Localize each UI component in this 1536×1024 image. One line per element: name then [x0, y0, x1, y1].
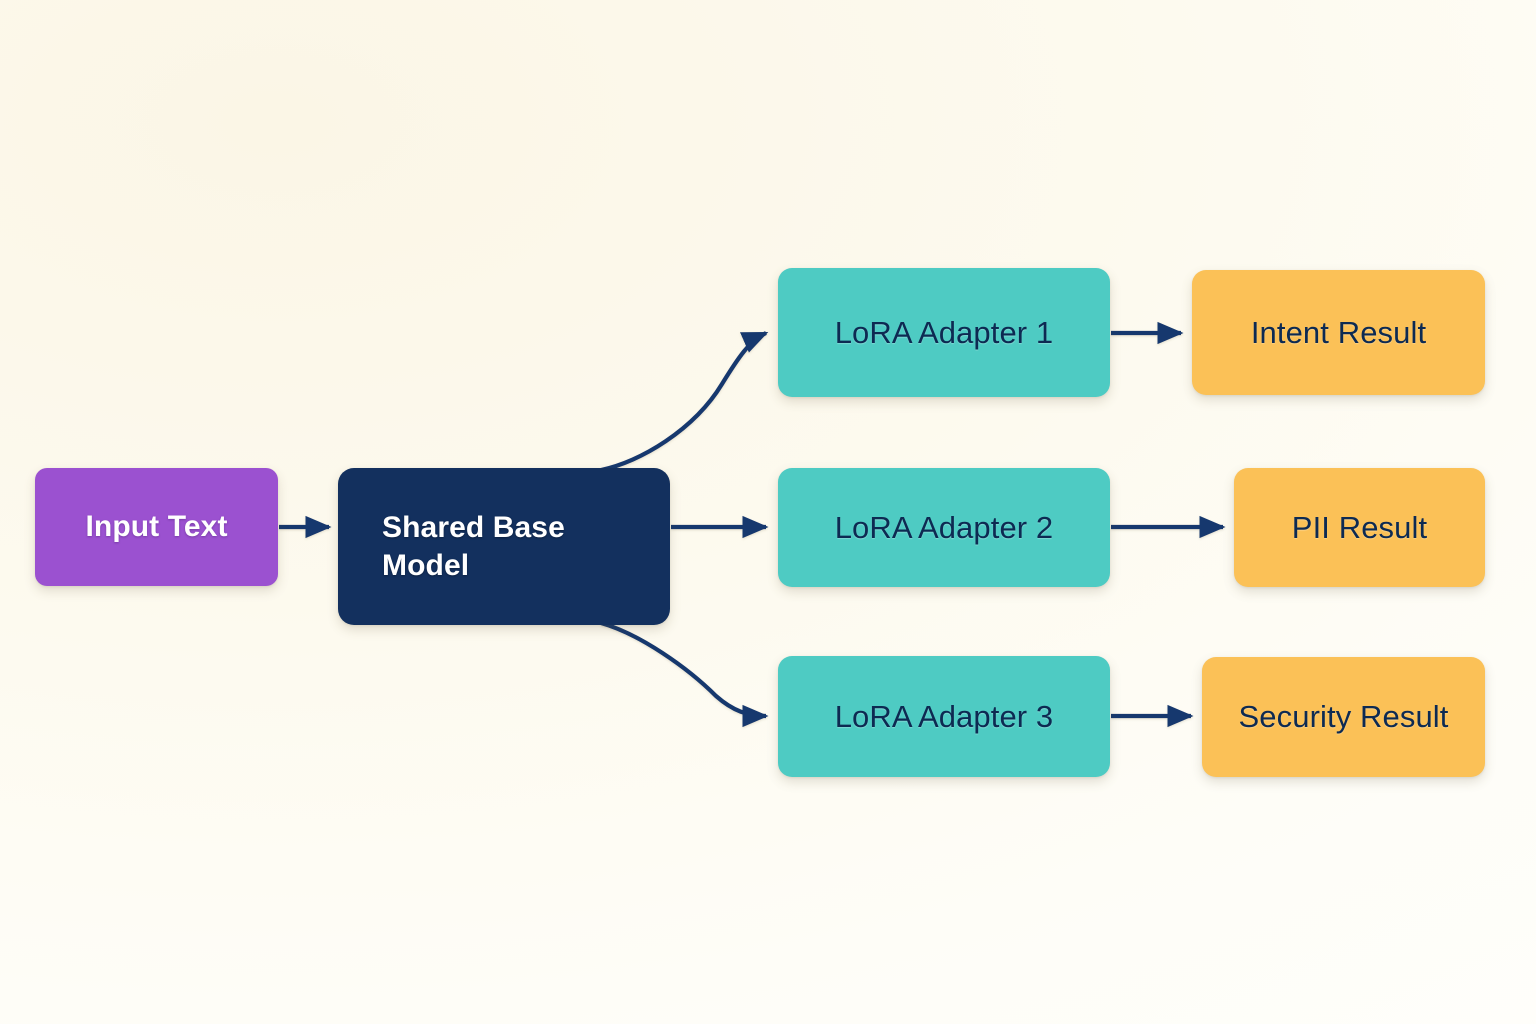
node-intent-result-label: Intent Result: [1250, 314, 1427, 350]
node-security-result-label: Security Result: [1238, 699, 1449, 735]
node-security-result[interactable]: Security Result: [1202, 657, 1485, 777]
node-pii-result-label: PII Result: [1291, 509, 1428, 545]
node-lora-adapter-2[interactable]: LoRA Adapter 2: [778, 468, 1110, 587]
node-lora-adapter-2-label: LoRA Adapter 2: [834, 509, 1054, 545]
node-intent-result[interactable]: Intent Result: [1192, 270, 1485, 395]
node-lora-adapter-3[interactable]: LoRA Adapter 3: [778, 656, 1110, 777]
node-lora-adapter-1[interactable]: LoRA Adapter 1: [778, 268, 1110, 397]
node-lora-adapter-3-label: LoRA Adapter 3: [834, 698, 1054, 734]
node-input-text[interactable]: Input Text: [35, 468, 278, 586]
node-shared-base-model[interactable]: Shared Base Model: [338, 468, 670, 625]
edge-base-to-adapter-3: [600, 620, 769, 728]
node-shared-base-model-label: Shared Base Model: [382, 510, 565, 582]
node-input-text-label: Input Text: [85, 510, 228, 544]
edge-base-to-adapter-1: [600, 331, 769, 473]
node-lora-adapter-1-label: LoRA Adapter 1: [834, 314, 1054, 350]
node-pii-result[interactable]: PII Result: [1234, 468, 1485, 587]
